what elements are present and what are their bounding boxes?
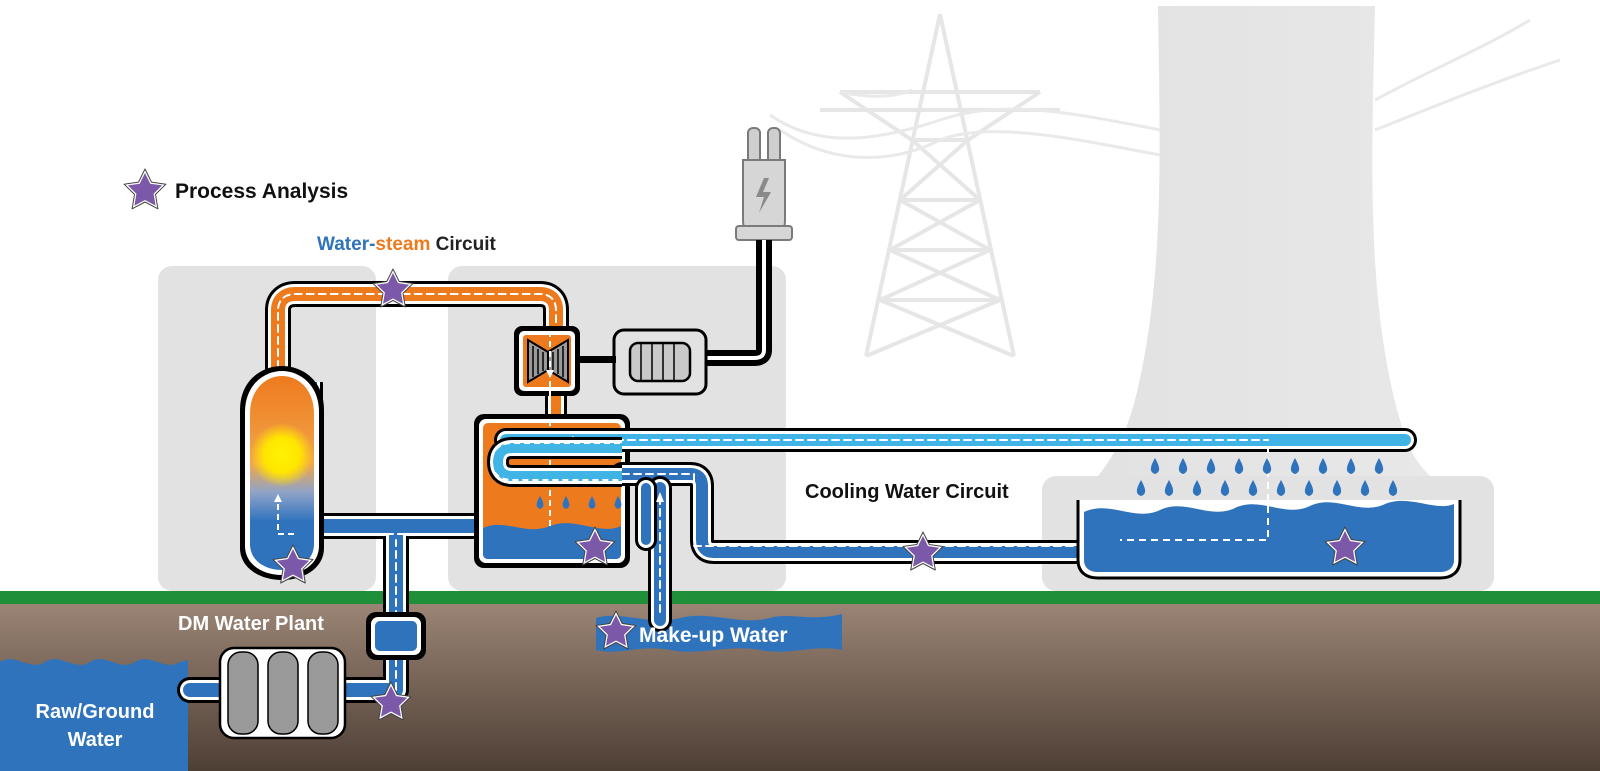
cooling-basin (1076, 446, 1462, 580)
legend: Process Analysis (123, 168, 348, 210)
dm-water-plant (218, 612, 426, 740)
boiler (240, 366, 324, 580)
raw-water-body (0, 659, 188, 771)
makeup-water-label: Make-up Water (639, 624, 788, 647)
flow-arrow (656, 492, 664, 502)
label-water: Water (317, 234, 370, 255)
star-icon (1324, 526, 1366, 566)
star-icon (902, 531, 944, 571)
cooling-water-circuit-label: Cooling Water Circuit (805, 481, 1009, 503)
cooling-tower (1090, 6, 1445, 485)
burner-flame (250, 423, 314, 487)
water-steam-circuit-label: Water-steam Circuit (317, 234, 496, 255)
raw-water-label-line2: Water (68, 729, 123, 751)
dm-water-plant-label: DM Water Plant (178, 613, 324, 635)
star-icon-shape (123, 168, 167, 210)
grass-line (0, 591, 1600, 604)
star-icon (372, 268, 414, 308)
star-icon (123, 168, 167, 210)
analysis-points (272, 268, 1366, 721)
legend-label: Process Analysis (175, 180, 348, 203)
filter-vessels (218, 646, 347, 740)
generator (612, 328, 708, 396)
turbine-shaft (576, 356, 616, 363)
power-lines (769, 18, 1561, 159)
label-dash: - (369, 234, 375, 255)
cooling-water-pipes (494, 428, 1417, 632)
raw-water-label-line1: Raw/Ground (36, 701, 155, 723)
condensate-drops (536, 496, 622, 509)
label-steam: steam (375, 234, 430, 255)
star-icon (595, 610, 637, 650)
star-icon (272, 544, 314, 584)
transformer (735, 127, 793, 241)
spray-drops (1136, 458, 1398, 496)
transmission-tower (820, 13, 1060, 358)
turbine (514, 326, 580, 400)
lightning-icon (756, 178, 771, 213)
star-icon (370, 681, 412, 721)
star-icon (574, 526, 616, 566)
label-circuit: Circuit (430, 234, 496, 255)
